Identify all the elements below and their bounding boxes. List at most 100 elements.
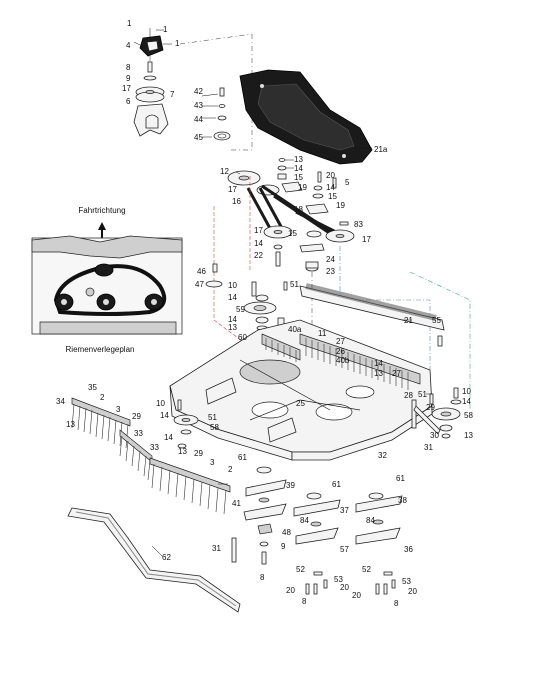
- part-label: 35: [88, 383, 97, 392]
- belt-cover: [239, 69, 373, 165]
- part-label: 17: [254, 226, 263, 235]
- part-label: 6: [126, 97, 131, 106]
- part-label: 27: [336, 337, 345, 346]
- part-label: 8: [302, 597, 307, 606]
- part-label: 41: [232, 499, 241, 508]
- part-label: 14: [160, 411, 169, 420]
- part-label: 39: [286, 481, 295, 490]
- part-label: 13: [464, 431, 473, 440]
- part-label: 15: [288, 229, 297, 238]
- part-labels: 1 1 1 4 8 9 17 7 6 42 43 44 45 21a 13 14…: [56, 19, 473, 608]
- part-label: 43: [194, 101, 203, 110]
- belt-routing-inset: Fahrtrichtung Riemenverlegeplan: [31, 206, 183, 354]
- part-label: 31: [424, 443, 433, 452]
- part-label: 14: [294, 164, 303, 173]
- part-label: 31: [212, 544, 221, 553]
- part-label: 61: [238, 453, 247, 462]
- part-label: 8: [394, 599, 399, 608]
- part-label: 13: [66, 420, 75, 429]
- part-label: 5: [345, 178, 350, 187]
- part-label: 17: [228, 185, 237, 194]
- part-label: 3: [210, 458, 215, 467]
- part-label: 14: [462, 397, 471, 406]
- part-label: 14: [228, 293, 237, 302]
- part-label: 16: [232, 197, 241, 206]
- part-label: 53: [402, 577, 411, 586]
- part-label: 60: [238, 333, 247, 342]
- part-label: 44: [194, 115, 203, 124]
- part-label: 38: [398, 496, 407, 505]
- part-label: 20: [352, 591, 361, 600]
- part-label: 26: [336, 347, 345, 356]
- part-label: 17: [362, 235, 371, 244]
- part-label: 58: [464, 411, 473, 420]
- part-label: 9: [126, 74, 131, 83]
- part-label: 14: [254, 239, 263, 248]
- part-label: 1: [175, 39, 180, 48]
- part-label: 62: [162, 553, 171, 562]
- part-label: 28: [404, 391, 413, 400]
- part-label: 21: [404, 316, 413, 325]
- left-brushes: [71, 397, 231, 515]
- part-label: 33: [150, 443, 159, 452]
- part-label: 51: [290, 280, 299, 289]
- part-label: 2: [100, 393, 105, 402]
- part-label: 13: [228, 323, 237, 332]
- part-label: 10: [156, 399, 165, 408]
- part-label: 52: [296, 565, 305, 574]
- part-label: 55: [432, 316, 441, 325]
- part-label: 20: [326, 171, 335, 180]
- front-bar: [67, 507, 241, 613]
- part-label: 59: [236, 305, 245, 314]
- part-label: 34: [56, 397, 65, 406]
- part-label: 25: [296, 399, 305, 408]
- part-label: 13: [374, 369, 383, 378]
- part-label: 57: [340, 545, 349, 554]
- part-label: 14: [164, 433, 173, 442]
- blades: [231, 466, 403, 595]
- part-label: 20: [408, 587, 417, 596]
- inset-direction-label: Fahrtrichtung: [78, 206, 125, 215]
- part-label: 53: [334, 575, 343, 584]
- part-label: 84: [366, 516, 375, 525]
- part-label: 29: [194, 449, 203, 458]
- part-label: 14: [228, 315, 237, 324]
- mower-deck: [169, 319, 433, 461]
- part-label: 30: [430, 431, 439, 440]
- part-label: 19: [336, 201, 345, 210]
- part-label: 10: [462, 387, 471, 396]
- part-label: 1: [163, 25, 168, 34]
- part-label: 58: [210, 423, 219, 432]
- part-label: 1: [127, 19, 132, 28]
- leader-lines: [151, 93, 432, 557]
- part-label: 20: [286, 586, 295, 595]
- inset-caption: Riemenverlegeplan: [66, 345, 135, 354]
- part-label: 83: [354, 220, 363, 229]
- part-label: 42: [194, 87, 203, 96]
- part-label: 47: [195, 280, 204, 289]
- part-label: 52: [362, 565, 371, 574]
- part-label: 27: [392, 369, 401, 378]
- part-label: 20: [340, 583, 349, 592]
- part-label: 13: [178, 447, 187, 456]
- part-label: 40b: [336, 356, 350, 365]
- part-label: 32: [378, 451, 387, 460]
- part-label: 15: [294, 173, 303, 182]
- part-label: 40a: [288, 325, 302, 334]
- part-label: 19: [298, 183, 307, 192]
- part-label: 4: [126, 41, 131, 50]
- part-label: 36: [404, 545, 413, 554]
- part-label: 17: [122, 84, 131, 93]
- right-spindle: [411, 387, 462, 439]
- part-label: 15: [328, 192, 337, 201]
- part-label: 51: [418, 390, 427, 399]
- part-label: 45: [194, 133, 203, 142]
- hardware-42-45: [213, 87, 231, 141]
- part-label: 9: [281, 542, 286, 551]
- part-label: 23: [326, 267, 335, 276]
- part-label: 2: [228, 465, 233, 474]
- part-label: 22: [254, 251, 263, 260]
- part-label: 61: [396, 474, 405, 483]
- guard-cap-assembly: [133, 28, 172, 137]
